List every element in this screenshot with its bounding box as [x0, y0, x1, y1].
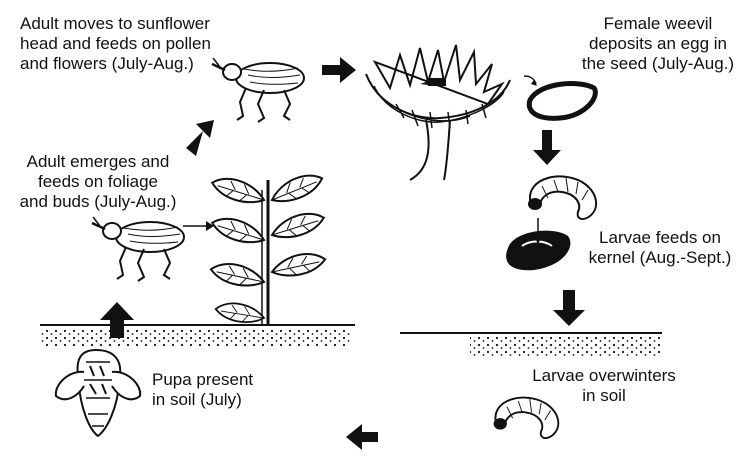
- label-line: Larvae feeds on: [580, 228, 740, 248]
- arrow-icon: [183, 221, 214, 231]
- adult-flower-label: Adult moves to sunflower head and feeds …: [20, 14, 211, 74]
- weevil-icon: [212, 58, 304, 122]
- label-line: and flowers (July-Aug.): [20, 54, 211, 74]
- seed-icon: [506, 218, 570, 270]
- label-line: Larvae overwinters: [514, 366, 694, 386]
- arrow-icon: [346, 424, 378, 450]
- label-line: in soil (July): [152, 390, 253, 410]
- pupa-label: Pupa present in soil (July): [152, 370, 253, 410]
- label-line: Female weevil: [578, 14, 738, 34]
- soil-icon: [40, 325, 662, 356]
- label-line: in soil: [514, 386, 694, 406]
- arrow-icon: [322, 57, 356, 83]
- label-line: kernel (Aug.-Sept.): [580, 248, 740, 268]
- label-line: Adult moves to sunflower: [20, 14, 211, 34]
- label-line: and buds (July-Aug.): [0, 192, 196, 212]
- seed-icon: [524, 76, 595, 118]
- sunflower-head-icon: [366, 45, 510, 180]
- weevil-icon: [92, 217, 184, 281]
- arrow-icon: [186, 120, 214, 156]
- label-line: head and feeds on pollen: [20, 34, 211, 54]
- larva-soil-label: Larvae overwinters in soil: [514, 366, 694, 406]
- sunflower-plant-icon: [210, 172, 327, 325]
- larva-icon: [528, 176, 596, 219]
- adult-emerge-label: Adult emerges and feeds on foliage and b…: [0, 152, 196, 212]
- label-line: Pupa present: [152, 370, 253, 390]
- arrow-icon: [533, 130, 561, 165]
- label-line: Adult emerges and: [0, 152, 196, 172]
- pupa-icon: [56, 350, 140, 436]
- larva-kernel-label: Larvae feeds on kernel (Aug.-Sept.): [580, 228, 740, 268]
- arrow-icon: [553, 290, 585, 326]
- label-line: the seed (July-Aug.): [578, 54, 738, 74]
- label-line: deposits an egg in: [578, 34, 738, 54]
- label-line: feeds on foliage: [0, 172, 196, 192]
- egg-label: Female weevil deposits an egg in the see…: [578, 14, 738, 74]
